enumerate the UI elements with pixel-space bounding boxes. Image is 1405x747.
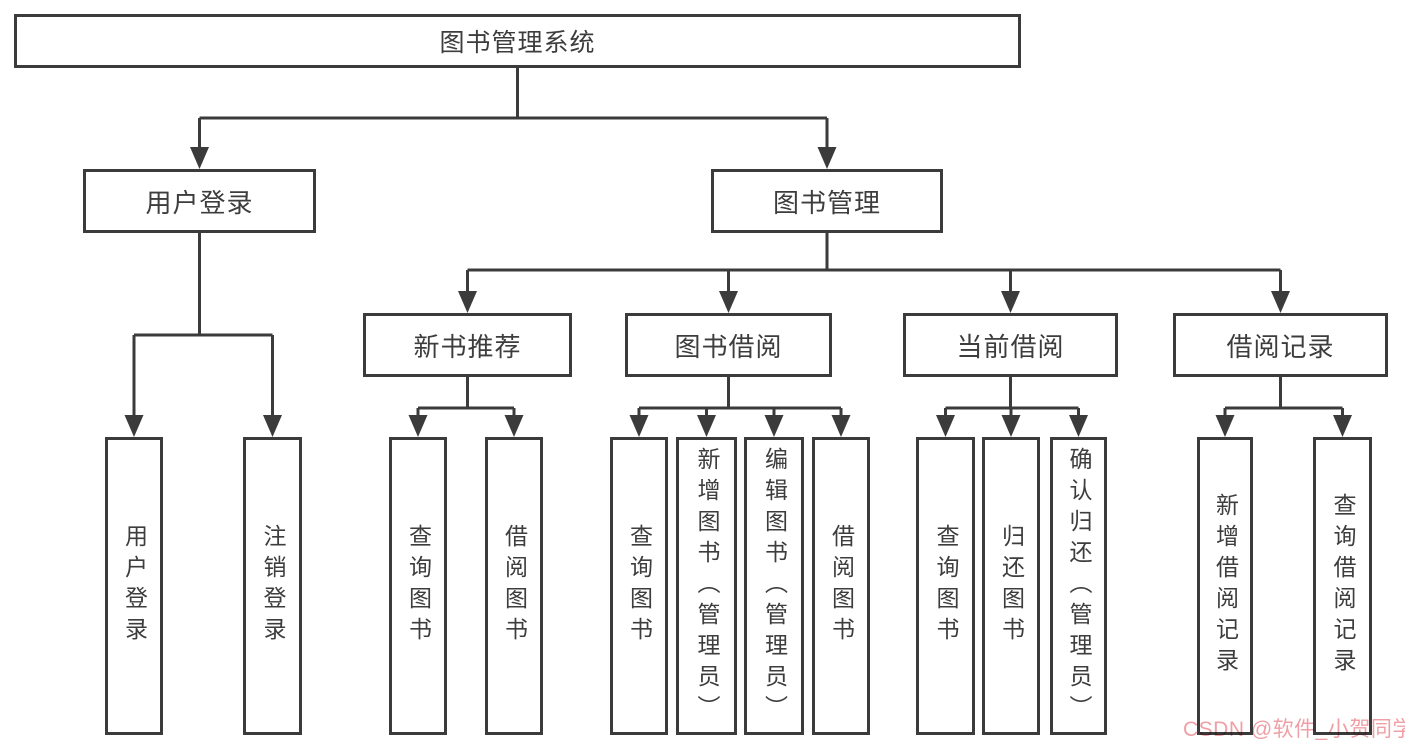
edges-book-management [458, 233, 1290, 313]
edges-book-borrowing [629, 377, 851, 437]
leaf-borrow-books-borrowing: 借阅图书 [812, 437, 870, 735]
edges-user-login [124, 233, 282, 437]
edges-borrowing-records [1215, 377, 1352, 437]
leaf-label: 查询图书 [933, 524, 959, 648]
leaf-user-login: 用户登录 [105, 437, 163, 735]
node-new-book-recommendation: 新书推荐 [363, 313, 572, 377]
leaf-label: 用户登录 [121, 524, 148, 648]
leaf-label: 借阅图书 [828, 524, 855, 648]
arrowhead [831, 415, 851, 437]
arrowhead [190, 147, 209, 169]
arrowhead [263, 415, 282, 437]
node-book-borrowing: 图书借阅 [625, 313, 832, 377]
arrowhead [124, 415, 144, 437]
leaf-borrow-books-recommend: 借阅图书 [485, 437, 543, 735]
arrowhead [936, 415, 955, 437]
arrowhead [504, 415, 524, 437]
leaf-return-books: 归还图书 [982, 437, 1040, 735]
edges-new-book-recommendation [408, 377, 524, 437]
leaf-confirm-return-admin: 确认归还（管理员） [1050, 437, 1107, 735]
leaf-add-borrow-record: 新增借阅记录 [1197, 437, 1253, 735]
arrowhead [1333, 415, 1352, 437]
leaf-query-borrow-record: 查询借阅记录 [1313, 437, 1372, 735]
leaf-edit-book-admin: 编辑图书（管理员） [744, 437, 804, 735]
leaf-label: 归还图书 [998, 524, 1025, 648]
arrowhead [697, 415, 716, 437]
leaf-logout: 注销登录 [243, 437, 302, 735]
leaf-label: 借阅图书 [501, 524, 528, 648]
edges-current-borrowing [936, 377, 1088, 437]
arrowhead [719, 291, 738, 313]
arrowhead [764, 415, 784, 437]
leaf-label: 新增借阅记录 [1212, 493, 1239, 679]
arrowhead [1001, 291, 1020, 313]
leaf-label: 查询借阅记录 [1330, 493, 1356, 679]
node-book-management: 图书管理 [711, 169, 943, 233]
leaf-label: 确认归还（管理员） [1066, 446, 1092, 726]
leaf-label: 查询图书 [626, 524, 653, 648]
arrowhead [1215, 415, 1235, 437]
leaf-label: 编辑图书（管理员） [761, 446, 788, 726]
arrowhead [1069, 415, 1088, 437]
arrowhead [408, 415, 428, 437]
edges-root [190, 68, 837, 169]
node-user-login: 用户登录 [83, 169, 316, 233]
node-current-borrowing: 当前借阅 [903, 313, 1118, 377]
leaf-label: 查询图书 [405, 524, 432, 648]
arrowhead [817, 147, 837, 169]
arrowhead [629, 415, 649, 437]
arrowhead [1271, 291, 1290, 313]
node-library-system: 图书管理系统 [14, 14, 1021, 68]
leaf-add-book-admin: 新增图书（管理员） [676, 437, 737, 735]
arrowhead [1001, 415, 1021, 437]
leaf-label: 新增图书（管理员） [694, 446, 720, 726]
arrowhead [458, 291, 477, 313]
watermark-text: CSDN @软件_小贺同学 [1183, 718, 1405, 741]
leaf-query-books-recommend: 查询图书 [389, 437, 447, 735]
leaf-query-books-borrowing: 查询图书 [610, 437, 668, 735]
node-borrowing-records: 借阅记录 [1173, 313, 1388, 377]
leaf-query-books-current: 查询图书 [916, 437, 975, 735]
leaf-label: 注销登录 [260, 524, 286, 648]
